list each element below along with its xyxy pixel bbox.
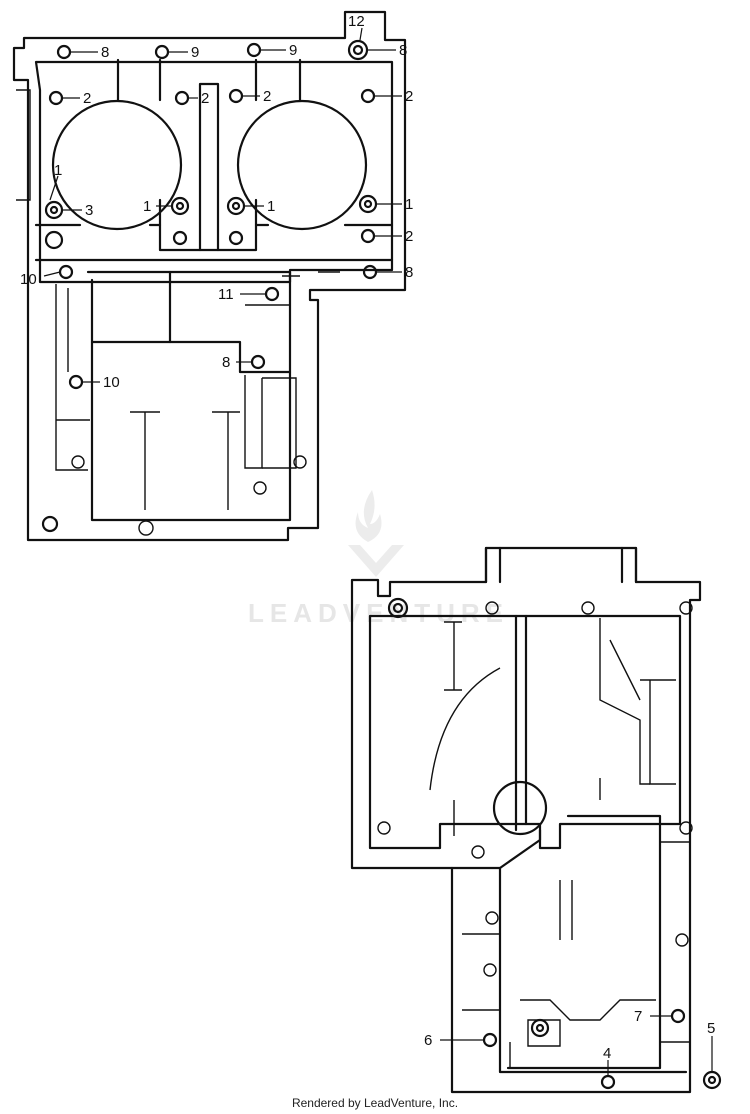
callout-label-c9: 2 [405, 88, 413, 105]
bolt-hole-icon [41, 515, 59, 533]
callout-label-c13: 1 [267, 198, 275, 215]
lower-crankcase [350, 546, 702, 1094]
callout-label-c14: 1 [405, 196, 413, 213]
bolt-hole-icon [174, 90, 190, 106]
bolt-hole-icon [360, 88, 376, 104]
flame-logo-icon [355, 490, 382, 542]
callout-label-c19: 8 [222, 354, 230, 371]
callout-label-c18: 11 [218, 286, 234, 303]
bolt-hole-icon [68, 374, 84, 390]
callout-label-c21: 7 [634, 1008, 642, 1025]
bolt-hole-icon [600, 1074, 616, 1090]
bolt-hole-icon [482, 1032, 498, 1048]
bolt-hole-icon [360, 228, 376, 244]
bolt-hole-icon [670, 1008, 686, 1024]
bolt-hole-icon [172, 230, 188, 246]
bolt-hole-icon [530, 1018, 550, 1038]
callout-label-c6: 2 [83, 90, 91, 107]
bolt-hole-icon [246, 42, 262, 58]
callout-label-c17: 8 [405, 264, 413, 281]
bolt-hole-icon [154, 44, 170, 60]
bolt-hole-icon [358, 194, 378, 214]
callout-label-c23: 6 [424, 1032, 432, 1049]
bolt-hole-icon [362, 264, 378, 280]
upper-crankcase [12, 10, 407, 542]
callout-label-c16: 10 [20, 271, 37, 288]
footer-credit: Rendered by LeadVenture, Inc. [291, 1096, 459, 1110]
callout-label-c10: 1 [54, 162, 62, 179]
bolt-hole-icon [44, 230, 64, 250]
bolt-hole-icon [56, 44, 72, 60]
bolt-hole-icon [44, 200, 64, 220]
callout-label-c20: 10 [103, 374, 120, 391]
callout-label-c12: 1 [143, 198, 151, 215]
bolt-hole-icon [250, 354, 266, 370]
watermark-text: LEADVENTURE [248, 598, 509, 628]
bolt-hole-icon [387, 597, 409, 619]
bolt-hole-icon [48, 90, 64, 106]
bolt-hole-icon [347, 39, 369, 61]
bolt-hole-icon [58, 264, 74, 280]
callout-label-c1: 8 [101, 44, 109, 61]
callout-label-c24: 4 [603, 1045, 611, 1062]
watermark: LEADVENTURE [248, 490, 509, 628]
callout-label-c15: 2 [405, 228, 413, 245]
bolt-hole-icon [226, 196, 246, 216]
chevron-logo-icon [348, 545, 404, 577]
bolt-hole-icon [228, 88, 244, 104]
callout-leaders [43, 27, 713, 1076]
callout-labels: 8 9 9 12 8 2 2 2 2 1 3 1 1 1 2 10 8 11 8… [20, 13, 715, 1062]
lower-bolts [387, 597, 722, 1090]
callout-label-c8: 2 [263, 88, 271, 105]
bolt-hole-icon [170, 196, 190, 216]
callout-label-c4: 12 [348, 13, 365, 30]
bolt-hole-icon [228, 230, 244, 246]
callout-label-c22: 5 [707, 1020, 715, 1037]
bolt-hole-icon [264, 286, 280, 302]
callout-label-c11: 3 [85, 202, 93, 219]
bolt-hole-icon [702, 1070, 722, 1090]
callout-label-c7: 2 [201, 90, 209, 107]
callout-label-c5: 8 [399, 42, 407, 59]
callout-label-c3: 9 [289, 42, 297, 59]
callout-label-c2: 9 [191, 44, 199, 61]
